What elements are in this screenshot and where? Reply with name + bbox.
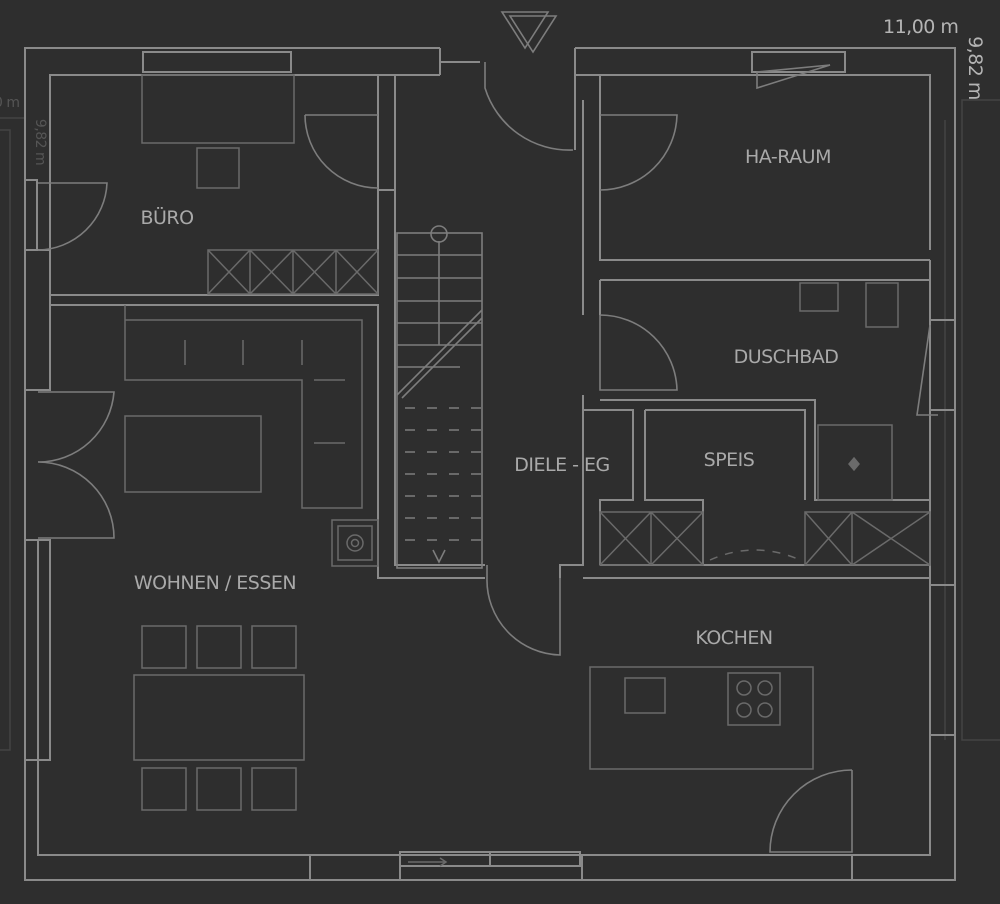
interior-walls [50, 75, 930, 579]
door-swings [37, 11, 938, 853]
office-chair [196, 147, 240, 189]
dining-table [133, 674, 305, 761]
cooktop [727, 672, 781, 726]
furniture [124, 74, 931, 867]
desk [141, 74, 295, 144]
shower [817, 424, 893, 501]
stove [331, 519, 379, 567]
sofa [124, 305, 363, 509]
outer-walls [24, 47, 956, 881]
background-dimension-top: 0 m [0, 95, 20, 111]
width-dimension: 11,00 m [883, 16, 959, 38]
coffee-table [124, 415, 262, 493]
room-label-duschbad: DUSCHBAD [733, 346, 839, 368]
room-label-diele: DIELE - EG [514, 454, 610, 476]
toilet [865, 282, 899, 328]
depth-dimension: 9,82 m [964, 36, 986, 100]
staircase [396, 225, 483, 569]
sink [799, 282, 839, 312]
room-label-wohnen-essen: WOHNEN / ESSEN [133, 572, 297, 594]
room-label-kochen: KOCHEN [695, 627, 773, 649]
room-label-speis: SPEIS [703, 449, 755, 471]
kitchen-island [589, 666, 814, 770]
kitchen-cabinets-right [804, 511, 931, 566]
room-label-buero: BÜRO [140, 207, 194, 229]
background-plan-remnants [0, 99, 1000, 751]
room-label-ha-raum: HA-RAUM [745, 146, 831, 168]
background-dimension-side: 9,82 m [32, 118, 48, 166]
